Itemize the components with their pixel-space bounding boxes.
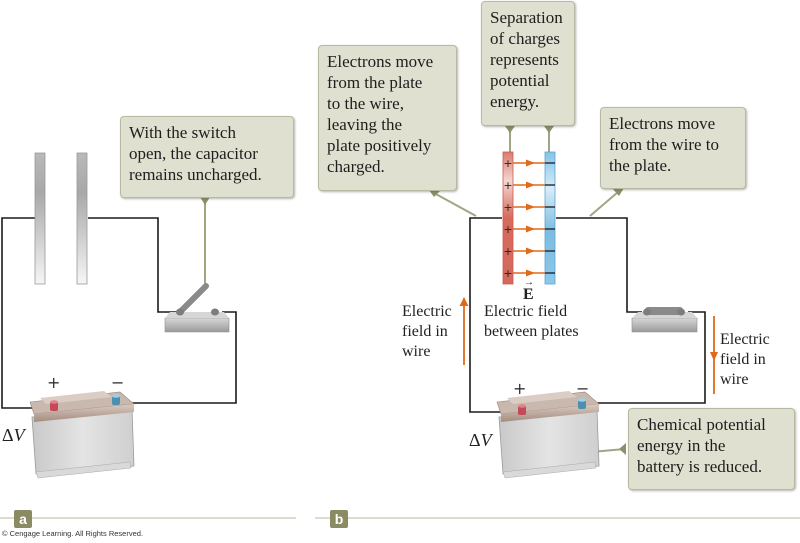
field-lines-between-plates	[513, 159, 545, 277]
capacitor-plate-positive	[502, 151, 514, 285]
delta-symbol: Δ	[2, 425, 14, 445]
wire-a-left	[1, 217, 55, 409]
positive-charge-sign: +	[503, 223, 512, 236]
positive-charge-sign: +	[503, 245, 512, 258]
callout-electrons-enter-plate: Electrons move from the wire to the plat…	[600, 107, 746, 189]
pointer-tip-right	[612, 188, 624, 196]
callout-separation-of-charges: Separation of charges represents potenti…	[481, 1, 575, 126]
capacitor-plate-left	[34, 152, 46, 285]
field-arrowhead	[526, 247, 535, 255]
electric-field-symbol: →E	[523, 277, 534, 304]
voltage-symbol: V	[480, 430, 492, 450]
positive-charge-sign: +	[503, 201, 512, 214]
switch-open	[164, 283, 230, 333]
callout-battery-energy: Chemical potential energy in the battery…	[628, 408, 795, 490]
wire-b-right	[585, 311, 706, 404]
battery-b-minus-sign: −	[576, 379, 590, 398]
callout-electrons-leave-plate: Electrons move from the plate to the wir…	[318, 45, 457, 191]
pointer-left-plate	[433, 192, 477, 217]
field-arrow-head-right	[710, 352, 718, 361]
field-arrowhead	[526, 269, 535, 277]
battery-a	[29, 391, 135, 479]
wire-a-right	[120, 311, 237, 404]
delta-symbol: Δ	[469, 430, 481, 450]
field-arrowhead	[526, 181, 535, 189]
pointer-tip-sep-r	[544, 126, 554, 133]
battery-a-minus-sign: −	[111, 373, 125, 392]
field-arrowhead	[526, 159, 535, 167]
switch-closed	[631, 307, 698, 333]
label-field-in-wire-left: Electric field in wire	[402, 303, 452, 360]
wire-a-top-right	[88, 217, 178, 313]
battery-a-plus-sign: +	[47, 373, 61, 392]
pointer-tip-sep-l	[505, 126, 515, 133]
pointer-tip-left	[429, 190, 441, 197]
panel-b-circuit: + + + + + +	[429, 126, 718, 479]
panel-a-circuit	[1, 152, 237, 479]
label-field-in-wire-right: Electric field in wire	[720, 331, 770, 388]
plate-charges: + + + + + +	[503, 157, 555, 280]
positive-charge-sign: +	[503, 157, 512, 170]
vector-arrow-icon: →	[524, 277, 534, 288]
positive-charge-sign: +	[503, 179, 512, 192]
field-arrowhead	[526, 203, 535, 211]
callout-pointer-tip	[200, 197, 210, 205]
pointer-right-plate	[589, 191, 619, 217]
label-field-between-plates: Electric field between plates	[484, 303, 579, 340]
battery-b-voltage-label: ΔV	[469, 430, 492, 451]
panel-tag-b: b	[330, 510, 348, 528]
capacitor-plate-negative	[544, 151, 556, 285]
voltage-symbol: V	[13, 425, 25, 445]
battery-b	[496, 391, 600, 479]
wire-b-left	[469, 217, 510, 413]
pointer-tip-battery	[619, 443, 626, 455]
panel-tag-a: a	[14, 510, 32, 528]
callout-switch-open: With the switch open, the capacitor rema…	[120, 116, 294, 198]
wire-b-top-right	[556, 217, 642, 313]
copyright-notice: © Cengage Learning. All Rights Reserved.	[2, 529, 144, 538]
positive-charge-sign: +	[503, 267, 512, 280]
battery-b-plus-sign: +	[513, 379, 527, 398]
capacitor-plate-right	[76, 152, 88, 285]
field-arrowhead	[526, 225, 535, 233]
battery-a-voltage-label: ΔV	[2, 425, 25, 446]
field-symbol-text: E	[523, 286, 534, 303]
